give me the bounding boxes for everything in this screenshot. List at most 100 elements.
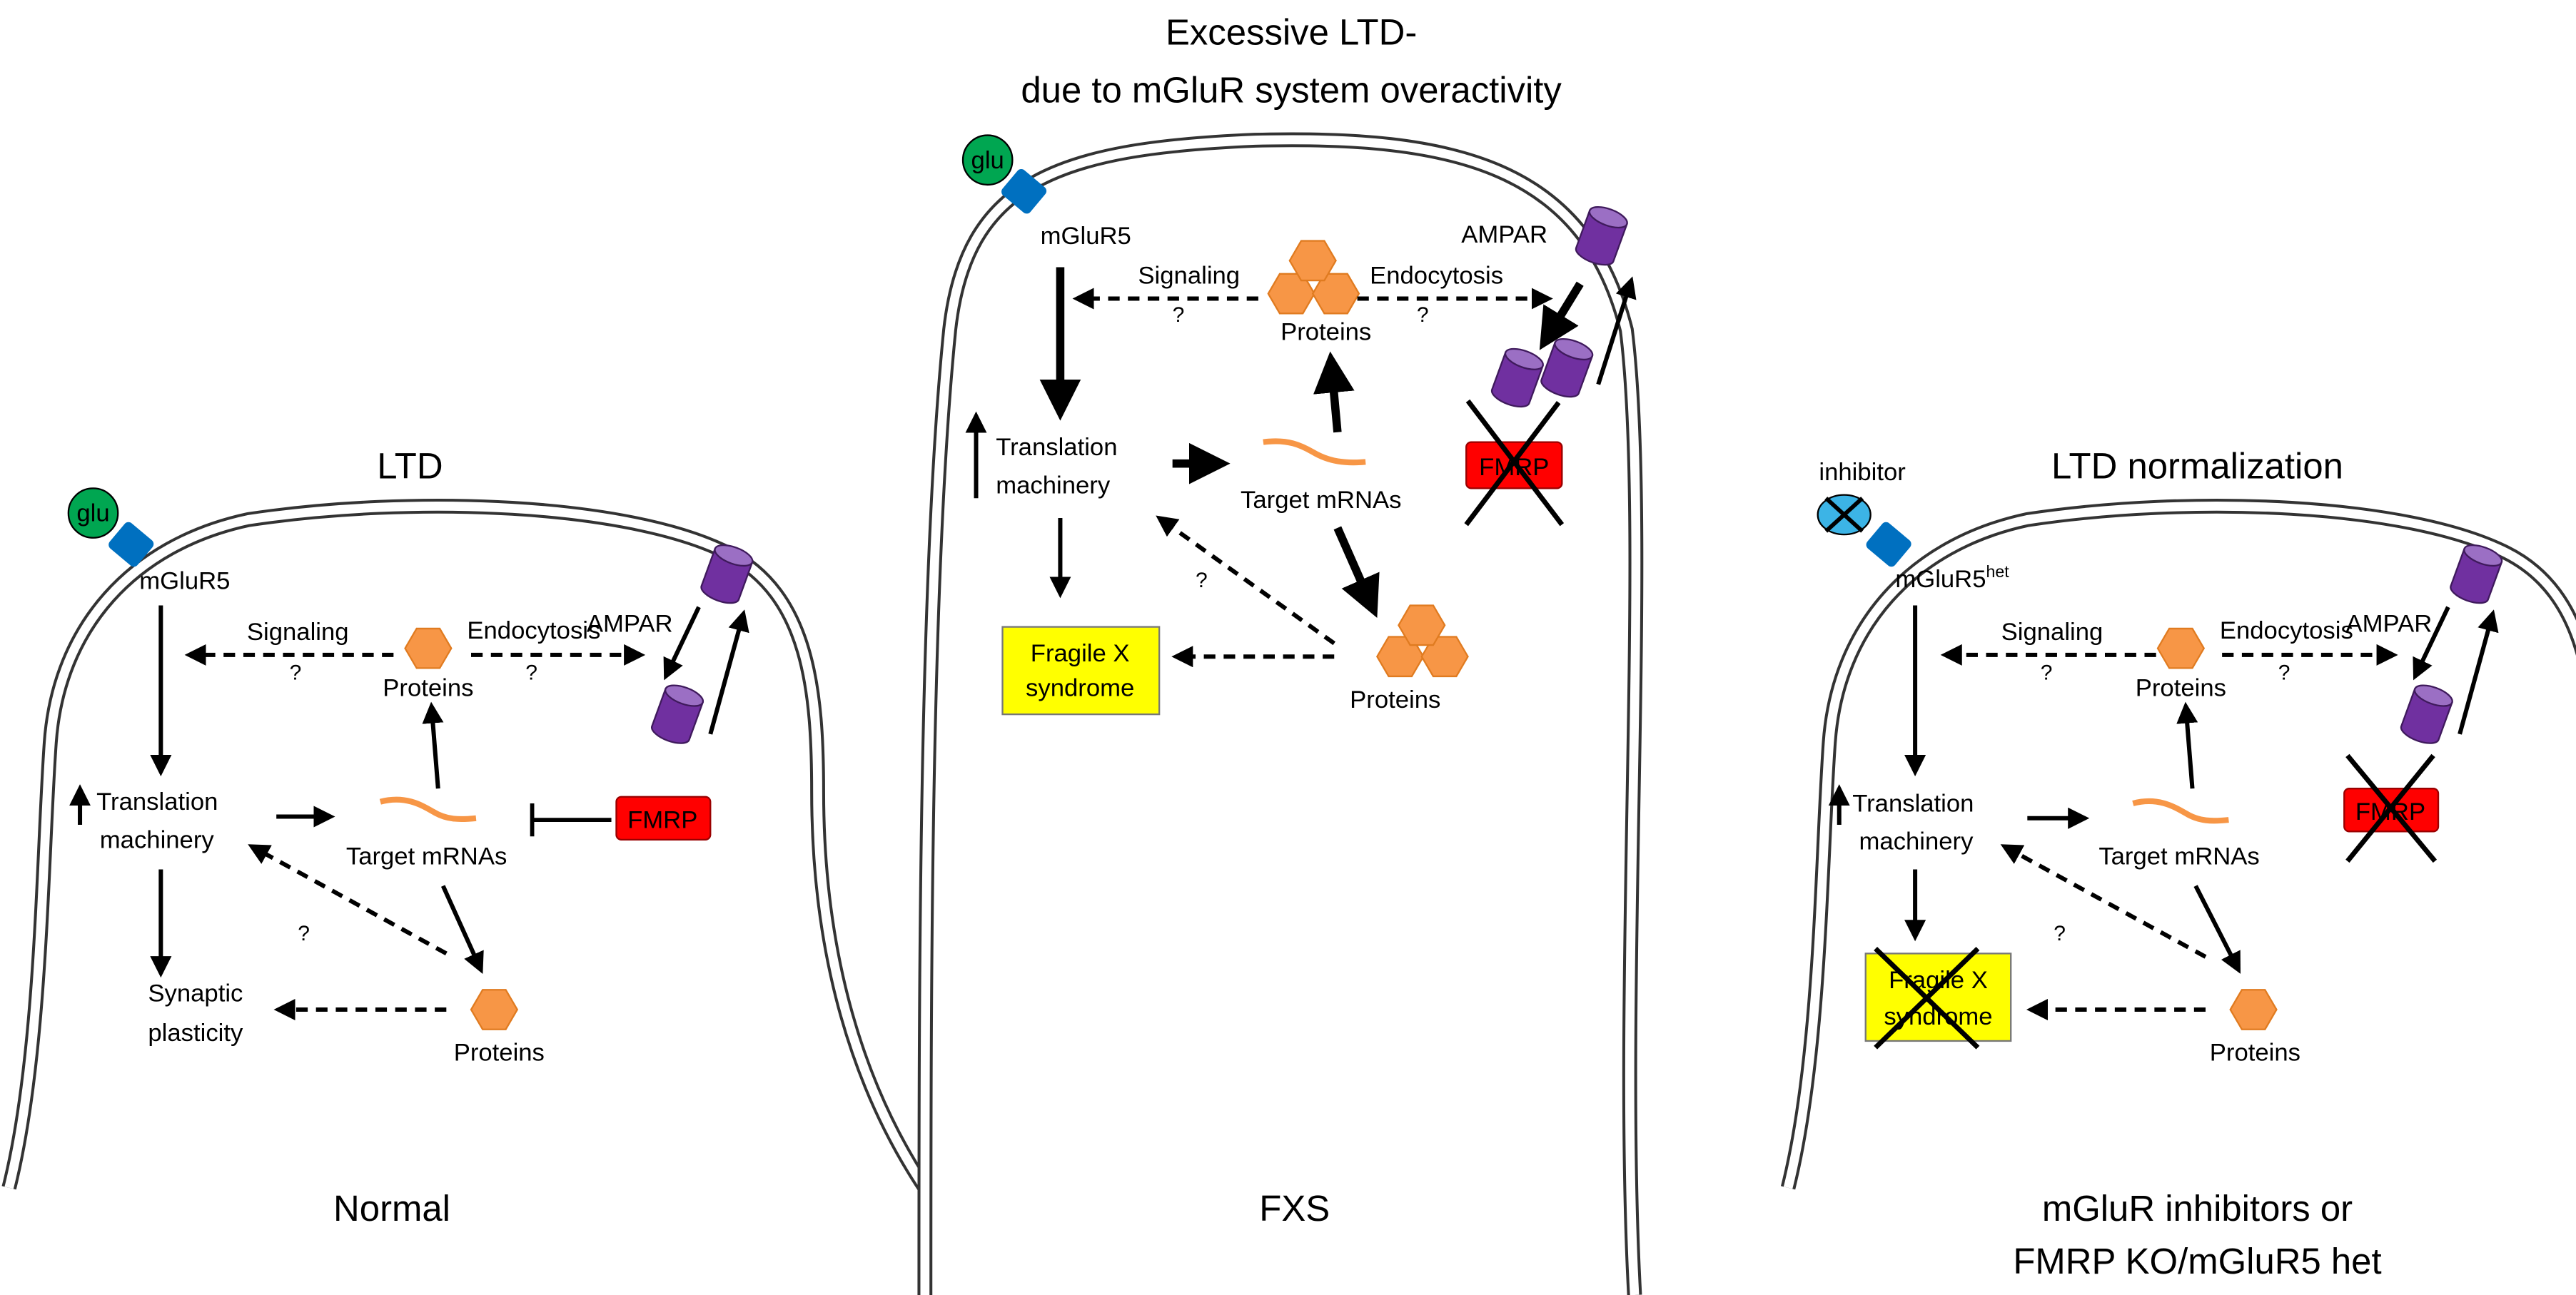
protein-synthesis-arrow xyxy=(422,701,444,789)
panel-caption: FXS xyxy=(1259,1188,1330,1229)
outcome-label-2: plasticity xyxy=(148,1020,243,1047)
translation-label: Translation xyxy=(996,434,1117,461)
translation-label: Translation xyxy=(96,788,218,816)
inhibitor-icon xyxy=(1817,494,1872,536)
glu-icon: glu xyxy=(961,134,1014,186)
fmrp-label: FMRP xyxy=(1479,454,1549,481)
panel-title-line-2: due to mGluR system overactivity xyxy=(1021,69,1562,110)
target-mrnas-label: Target mRNAs xyxy=(346,843,507,870)
feedback-arrow xyxy=(1156,515,1335,646)
glu-label: glu xyxy=(971,147,1004,174)
mglur5-receptor-icon xyxy=(1866,522,1911,567)
ampar-label: AMPAR xyxy=(587,611,673,638)
endocytosis-arrow xyxy=(2413,606,2450,681)
spine-membrane-inner xyxy=(4,502,929,1191)
mrna-icon xyxy=(2132,798,2229,824)
feedback-arrow xyxy=(248,844,448,956)
machinery-label: machinery xyxy=(100,826,215,853)
panel-caption-line-1: mGluR inhibitors or xyxy=(2042,1188,2353,1229)
ampar-surface-icon xyxy=(1572,202,1631,270)
protein-icon xyxy=(404,627,453,669)
protein-synthesis-arrow xyxy=(1313,351,1355,433)
receptor-label: mGluR5 xyxy=(1041,223,1131,250)
glu-label: glu xyxy=(76,500,109,527)
endocytosis-label: Endocytosis xyxy=(467,617,600,644)
recycling-arrow xyxy=(1596,276,1637,385)
protein-synthesis-arrow-2 xyxy=(1333,526,1380,619)
translation-label: Translation xyxy=(1852,791,1974,818)
machinery-label: machinery xyxy=(996,472,1111,499)
outcome-label-1: Fragile X xyxy=(1031,640,1130,667)
ampar-internalized-icon xyxy=(2398,680,2456,748)
proteins-label: Proteins xyxy=(383,675,473,702)
protein-icon xyxy=(470,989,518,1030)
inhibitor-label: inhibitor xyxy=(1819,459,1905,486)
mrna-icon xyxy=(1263,438,1366,466)
mrna-icon xyxy=(379,796,477,823)
protein-icon xyxy=(2229,989,2278,1030)
machinery-label: machinery xyxy=(1859,828,1974,855)
mglur5-receptor-icon xyxy=(108,522,154,567)
question-mark: ? xyxy=(1417,303,1429,327)
outcome-label-1: Synaptic xyxy=(148,980,243,1007)
protein-synthesis-arrow-2 xyxy=(440,885,484,974)
protein-icon xyxy=(2156,627,2205,669)
question-mark: ? xyxy=(2054,922,2066,945)
panel-title-line-1: Excessive LTD- xyxy=(1166,11,1417,52)
mglur5-receptor-icon xyxy=(1001,168,1047,214)
fragile-x-box xyxy=(1864,953,2012,1042)
recycling-arrow xyxy=(708,609,749,735)
target-mrnas-label: Target mRNAs xyxy=(2098,843,2259,870)
protein-synthesis-arrow xyxy=(2176,701,2198,789)
protein-synthesis-arrow-2 xyxy=(2193,885,2241,974)
protein-cluster-icon xyxy=(1267,240,1360,315)
panel-caption: Normal xyxy=(333,1188,450,1229)
absent-cross-icon xyxy=(1464,399,1565,527)
question-mark: ? xyxy=(2041,661,2053,685)
panel-fxs: Excessive LTD- due to mGluR system overa… xyxy=(917,11,1644,1295)
question-mark: ? xyxy=(290,661,302,685)
fmrp-label: FMRP xyxy=(2355,798,2425,826)
endocytosis-arrow xyxy=(663,606,701,681)
question-mark: ? xyxy=(298,922,310,945)
panel-caption-line-2: FMRP KO/mGluR5 het xyxy=(2013,1241,2381,1281)
signaling-label: Signaling xyxy=(247,619,349,646)
recycling-arrow xyxy=(2458,609,2499,735)
endocytosis-arrow xyxy=(1539,281,1584,350)
question-mark: ? xyxy=(1173,303,1185,327)
proteins-label: Proteins xyxy=(2210,1040,2300,1067)
glu-icon: glu xyxy=(67,487,119,539)
outcome-label-2: syndrome xyxy=(1026,675,1134,702)
spine-membrane-inner xyxy=(1783,502,2576,1189)
ampar-internalized-icon xyxy=(1488,343,1547,412)
proteins-label: Proteins xyxy=(2136,675,2226,702)
inhibition-line xyxy=(530,803,612,837)
question-mark: ? xyxy=(525,661,537,685)
receptor-label: mGluR5 xyxy=(139,567,230,594)
absent-cross-icon xyxy=(1874,946,1980,1050)
proteins-label: Proteins xyxy=(454,1040,545,1067)
proteins-label: Proteins xyxy=(1350,686,1440,713)
fmrp-label: FMRP xyxy=(627,807,697,834)
panel-title: LTD xyxy=(377,446,443,487)
panel-title: LTD normalization xyxy=(2051,446,2343,487)
absent-cross-icon xyxy=(2345,753,2438,863)
target-mrnas-label: Target mRNAs xyxy=(1241,487,1401,514)
endocytosis-label: Endocytosis xyxy=(2220,617,2353,644)
receptor-label: mGluR5het xyxy=(1895,562,2009,593)
ampar-label: AMPAR xyxy=(1461,221,1547,248)
signaling-label: Signaling xyxy=(1138,263,1240,290)
ampar-internalized-icon xyxy=(648,680,707,748)
spine-membrane-inner xyxy=(920,135,1641,1295)
panel-normal: LTD Normal glu mGluR5 AMPAR Signaling ? … xyxy=(1,446,931,1229)
question-mark: ? xyxy=(2278,661,2290,685)
panel-treated: LTD normalization mGluR inhibitors or FM… xyxy=(1780,446,2576,1281)
signaling-label: Signaling xyxy=(2001,619,2103,646)
endocytosis-label: Endocytosis xyxy=(1370,263,1503,290)
fmrp-box xyxy=(615,796,712,841)
ampar-label: AMPAR xyxy=(2346,611,2433,638)
question-mark: ? xyxy=(1196,569,1208,592)
proteins-label: Proteins xyxy=(1281,318,1371,345)
